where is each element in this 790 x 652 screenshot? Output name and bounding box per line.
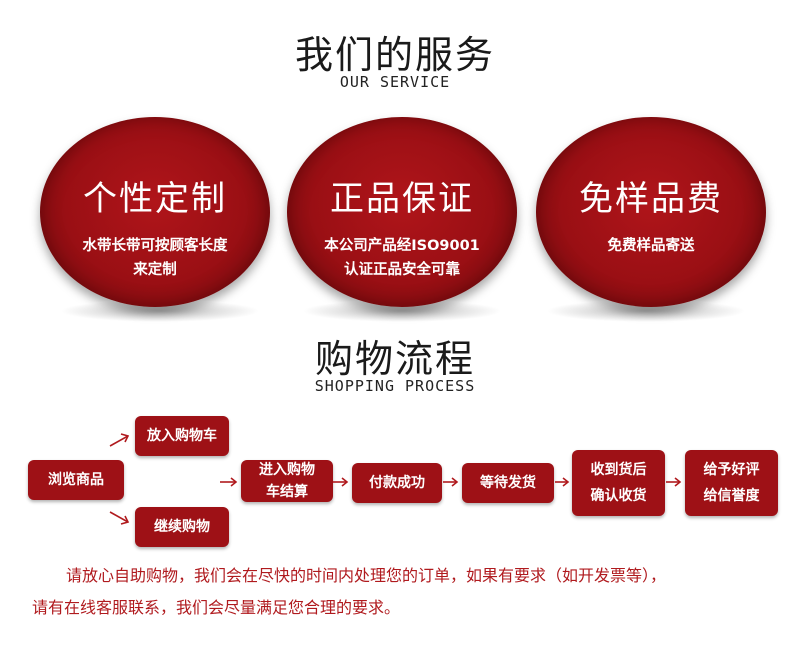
step-pay: 付款成功	[352, 463, 442, 503]
step-review-line1: 给予好评	[703, 462, 760, 478]
step-receive-line2: 确认收货	[590, 488, 647, 504]
step-checkout: 进入购物 车结算	[241, 460, 333, 502]
process-subtitle: SHOPPING PROCESS	[314, 377, 476, 395]
arrow-up-right-icon	[109, 433, 130, 447]
step-checkout-line2: 车结算	[266, 484, 308, 500]
service-custom-line1: 水带长带可按顾客长度	[82, 238, 228, 254]
note-line1: 请放心自助购物，我们会在尽快的时间内处理您的订单，如果有要求（如开发票等），	[66, 566, 667, 585]
step-browse: 浏览商品	[28, 460, 124, 500]
step-receive-line1: 收到货后	[590, 462, 647, 478]
service-subtitle: OUR SERVICE	[339, 73, 451, 91]
arrow-right-icon	[443, 477, 459, 487]
arrow-down-right-icon	[109, 511, 130, 525]
service-free-sample-line1: 免费样品寄送	[607, 238, 695, 254]
step-review: 给予好评 给信誉度	[685, 450, 778, 516]
step-review-line2: 给信誉度	[703, 488, 760, 504]
circle-shadow	[546, 300, 746, 322]
arrow-right-icon	[220, 477, 238, 487]
arrow-right-icon	[666, 477, 682, 487]
note-line2: 请有在线客服联系，我们会尽量满足您合理的要求。	[32, 598, 401, 617]
service-custom: 个性定制 水带长带可按顾客长度 来定制	[40, 117, 270, 307]
arrow-right-icon	[333, 477, 349, 487]
step-continue: 继续购物	[135, 507, 229, 547]
step-checkout-line1: 进入购物	[259, 462, 315, 478]
service-free-sample: 免样品费 免费样品寄送	[536, 117, 766, 307]
service-custom-line2: 来定制	[133, 262, 177, 278]
step-receive: 收到货后 确认收货	[572, 450, 665, 516]
service-genuine-head: 正品保证	[330, 179, 474, 219]
step-wait: 等待发货	[462, 463, 554, 503]
arrow-right-icon	[555, 477, 570, 487]
circle-shadow	[302, 300, 502, 322]
service-free-sample-head: 免样品费	[579, 179, 723, 219]
step-add-cart: 放入购物车	[135, 416, 229, 456]
service-genuine: 正品保证 本公司产品经ISO9001 认证正品安全可靠	[287, 117, 517, 307]
service-custom-head: 个性定制	[83, 179, 227, 219]
process-title: 购物流程	[314, 337, 475, 381]
service-genuine-line2: 认证正品安全可靠	[344, 262, 460, 278]
service-title: 我们的服务	[294, 33, 495, 77]
circle-shadow	[60, 300, 260, 322]
service-genuine-line1: 本公司产品经ISO9001	[324, 238, 480, 254]
